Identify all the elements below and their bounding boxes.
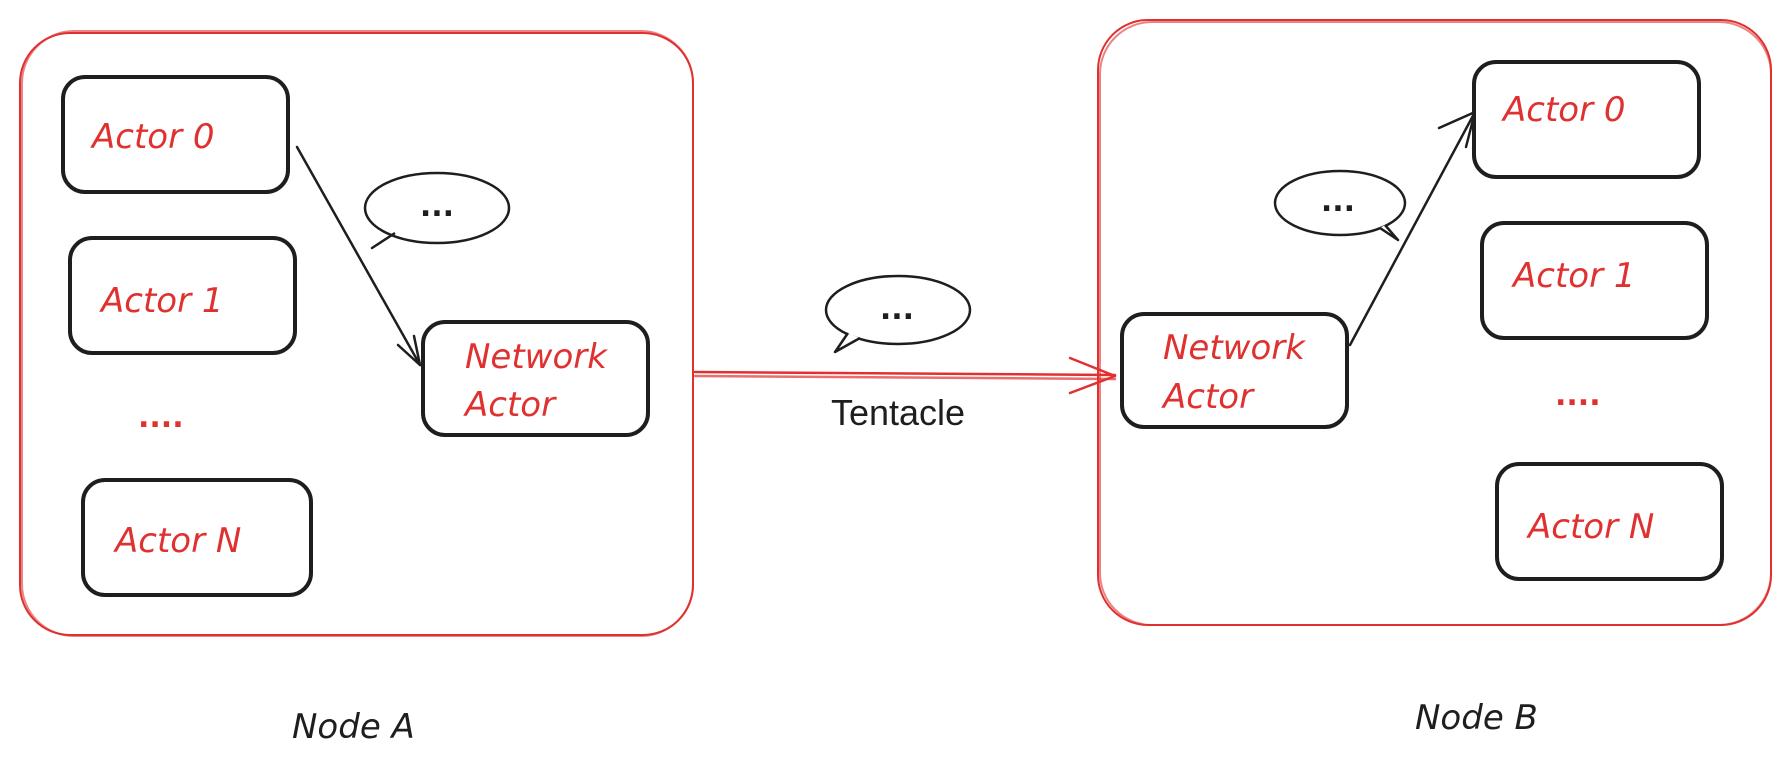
node-a-actor-1[interactable]: Actor 1 xyxy=(68,236,297,355)
node-a-speech-bubble: ... xyxy=(363,171,511,250)
node-b-actor-1-label: Actor 1 xyxy=(1511,256,1636,296)
node-a-bubble-text: ... xyxy=(420,189,454,224)
node-b-network-actor-line1: Network xyxy=(1163,328,1306,368)
tentacle-bubble-text: ... xyxy=(880,292,914,327)
node-b-bubble-text: ... xyxy=(1321,184,1355,219)
node-a-container-sketch xyxy=(21,30,694,637)
node-b-network-actor-line2: Actor xyxy=(1161,377,1255,417)
node-b-speech-bubble: ... xyxy=(1273,169,1407,242)
node-a-arrow-to-network xyxy=(295,145,422,367)
node-b-actor-1[interactable]: Actor 1 xyxy=(1480,221,1709,340)
node-b-actor-n[interactable]: Actor N xyxy=(1495,462,1724,581)
node-a-actor-n[interactable]: Actor N xyxy=(81,478,313,597)
node-a-network-actor[interactable]: Network Actor xyxy=(421,320,650,437)
node-a-actor-0-label: Actor 0 xyxy=(90,117,215,157)
node-b-network-actor[interactable]: Network Actor xyxy=(1120,312,1349,429)
node-a-actor-n-label: Actor N xyxy=(113,521,241,561)
node-a-network-actor-line1: Network xyxy=(465,337,608,377)
node-a[interactable]: Actor 0 Actor 1 .... Actor N Network Act… xyxy=(19,30,694,747)
node-a-actor-0[interactable]: Actor 0 xyxy=(61,75,290,194)
node-b-actor-0[interactable]: Actor 0 xyxy=(1472,60,1701,179)
node-b[interactable]: Network Actor ... Actor 0 Actor 1 .... xyxy=(1097,19,1772,738)
tentacle-speech-bubble: ... xyxy=(824,274,972,354)
node-b-container-sketch xyxy=(1099,21,1772,626)
node-b-label: Node B xyxy=(1415,698,1538,738)
node-b-actor-n-label: Actor N xyxy=(1526,507,1654,547)
tentacle-link[interactable]: ... Tentacle xyxy=(693,274,1117,433)
node-a-actor-ellipsis: .... xyxy=(138,400,184,435)
tentacle-label: Tentacle xyxy=(831,392,965,433)
node-a-actor-1-label: Actor 1 xyxy=(99,281,224,321)
node-b-actor-0-label: Actor 0 xyxy=(1501,90,1626,130)
node-a-network-actor-line2: Actor xyxy=(463,385,557,425)
node-a-label: Node A xyxy=(292,707,415,747)
node-b-actor-ellipsis: .... xyxy=(1555,378,1601,413)
